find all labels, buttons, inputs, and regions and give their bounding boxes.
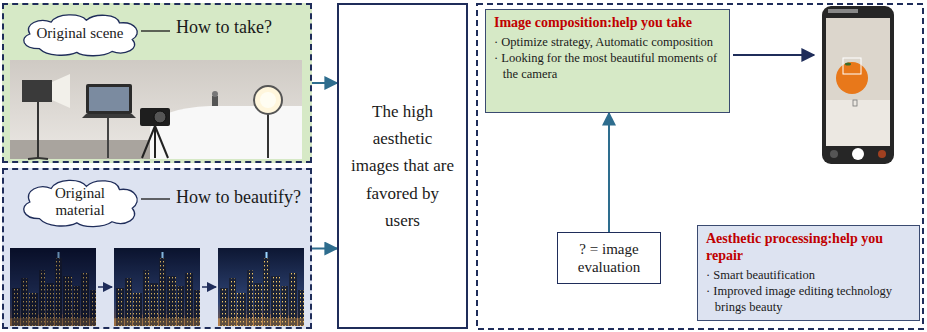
node-label: Original scene bbox=[36, 25, 123, 42]
processing-box: Aesthetic processing:help you repair · Sm… bbox=[697, 225, 920, 321]
question-text: How to take? bbox=[176, 17, 272, 38]
phone-arrow bbox=[733, 54, 814, 56]
question-text: How to beautify? bbox=[176, 187, 301, 208]
evaluation-box: ? = image evaluation bbox=[557, 232, 661, 284]
phone-illustration bbox=[822, 6, 894, 164]
bullet-text: · Improved image editing technology brin… bbox=[706, 283, 911, 316]
bullet-text: · Looking for the most beautiful moments… bbox=[494, 50, 721, 83]
text-wrap: The high aesthetic images that are favor… bbox=[349, 98, 456, 234]
city-photos bbox=[3, 248, 311, 332]
node-label: Original material bbox=[32, 185, 128, 220]
dash-line bbox=[141, 198, 170, 199]
result-box: The high aesthetic images that are favor… bbox=[337, 3, 468, 329]
cloud-node: Original scene bbox=[16, 11, 144, 57]
material-panel: How to beautify? Original material bbox=[2, 168, 312, 329]
text-wrap: Original material bbox=[32, 185, 128, 220]
text-wrap: Original scene bbox=[36, 25, 123, 42]
bullet-text: · Smart beautification bbox=[706, 267, 911, 283]
studio-photo bbox=[10, 60, 302, 159]
cloud-path bbox=[24, 15, 138, 56]
node-label: The high aesthetic images that are favor… bbox=[349, 98, 456, 234]
flow-arrow bbox=[312, 248, 337, 250]
box-heading: Aesthetic processing:help you repair bbox=[706, 231, 911, 265]
composition-box: Image composition:help you take · Optimiz… bbox=[485, 9, 730, 113]
scene-panel: How to take? Original scene bbox=[2, 3, 312, 163]
bullet-text: · Optimize strategy, Automatic compositi… bbox=[494, 34, 721, 50]
flow-arrow bbox=[608, 113, 610, 232]
dash-line bbox=[141, 30, 170, 31]
panel-ground bbox=[2, 3, 312, 163]
text-wrap: ? = image evaluation bbox=[564, 240, 654, 276]
box-heading: Image composition:help you take bbox=[494, 15, 721, 32]
cloud-path bbox=[24, 180, 138, 226]
flow-arrow bbox=[312, 82, 337, 84]
node-label: ? = image evaluation bbox=[564, 240, 654, 276]
region-outline bbox=[477, 4, 923, 329]
cloud-node: Original material bbox=[16, 176, 144, 228]
